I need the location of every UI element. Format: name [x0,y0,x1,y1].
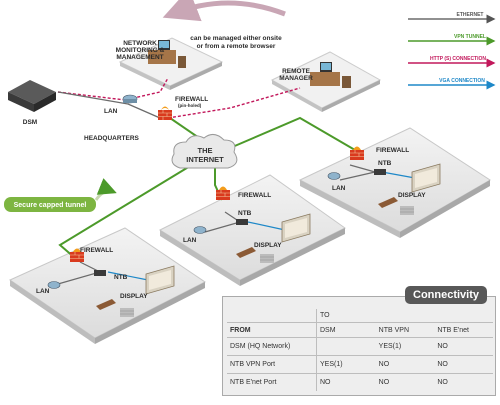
managed-arrow [162,0,286,22]
site-platform-right [298,127,491,238]
from-header: FROM [227,322,317,338]
firewall-label-hq: FIREWALL [175,96,208,103]
vga-line-right [381,171,416,179]
firewall-icon-right [350,146,364,160]
display-icon-middle [281,213,311,243]
managed-note-line2: or from a remote browser [197,43,276,50]
legend-ethernet: ETHERNET [457,12,484,18]
firewall-label-middle: FIREWALL [238,192,271,199]
table-cell: YES(1) [375,337,435,356]
firewall-sub-label-hq: (pin-holed) [178,103,202,108]
lan-switch-icon-right [327,172,341,180]
ntb-label-right: NTB [378,160,392,167]
display-icon-left [145,265,175,295]
connectivity-panel: Connectivity TO FROM DSM NTB VPN NTB E'n… [222,286,496,396]
firewall-icon-left [70,248,84,262]
firewall-label-left: FIREWALL [80,247,113,254]
seating-icon-middle [236,247,274,263]
remote-manager-label-2: MANAGER [279,75,313,82]
legend-vga: VGA CONNECTION [439,78,485,84]
vga-line-middle [247,221,286,231]
legend: ETHERNET VPN TUNNEL HTTP (S) CONNECTION … [408,12,496,90]
site-platform-left [8,227,206,344]
table-cell: NO [434,373,493,391]
row-header: NTB E'net Port [227,373,317,391]
column-header: NTB VPN [375,322,435,338]
internet-cloud-icon [171,134,238,169]
to-header: TO [320,312,330,319]
tunnel-note-badge [4,197,96,212]
lan-label-middle: LAN [183,237,197,244]
column-header: NTB E'net [434,322,493,338]
netmon-label-1: NETWORK [123,40,157,47]
display-label-middle: DISPLAY [254,242,282,249]
display-label-right: DISPLAY [398,192,426,199]
table-cell: YES(1) [316,355,376,374]
netmon-label-2: MONITORING & [116,47,165,54]
internet-label-1: THE [198,146,213,155]
lan-label-hq: LAN [104,108,118,115]
column-header: DSM [316,322,376,338]
lan-label-left: LAN [36,288,50,295]
firewall-icon-hq [158,106,172,120]
ethernet-line-hq [57,91,161,119]
table-cell [316,337,376,356]
ntb-label-middle: NTB [238,210,252,217]
connectivity-title: Connectivity [405,286,488,304]
managed-note-line1: can be managed either onsite [190,35,282,42]
table-cell: NO [375,355,435,374]
netmon-label-3: MANAGEMENT [116,54,163,61]
dsm-label: DSM [23,119,37,126]
table-row: NTB VPN Port YES(1) NO NO [227,355,493,374]
firewall-icon-middle [216,186,230,200]
display-icon-right [411,163,441,193]
ntb-device-icon-left [94,270,106,276]
remote-workstation-icon [310,62,351,88]
firewall-label-right: FIREWALL [376,147,409,154]
table-row: DSM (HQ Network) YES(1) NO [227,337,493,356]
http-line-hq [57,77,169,101]
netmon-workstation-icon [148,40,186,68]
display-label-left: DISPLAY [120,293,148,300]
seating-icon-left [96,299,134,317]
lan-label-right: LAN [332,185,346,192]
lan-switch-icon-middle [193,226,207,234]
row-header: DSM (HQ Network) [227,337,317,356]
ntb-device-icon-middle [236,219,248,225]
table-cell: NO [434,355,493,374]
table-row: NTB E'net Port NO NO NO [227,373,493,391]
lan-switch-icon-left [47,281,61,289]
vga-line-left [107,271,149,281]
tunnel-note-arrow [94,178,117,201]
site-platform-middle [158,174,346,286]
ntb-label-left: NTB [114,274,128,281]
table-cell: NO [316,373,376,391]
internet-label-2: INTERNET [186,155,224,164]
remote-manager-label-1: REMOTE [282,68,310,75]
tunnel-note-text: Secure capped tunnel [14,202,87,209]
ntb-device-icon-right [374,169,386,175]
http-line-remote [167,87,301,119]
seating-icon-right [378,197,414,215]
connectivity-table: TO FROM DSM NTB VPN NTB E'net DSM (HQ Ne… [227,309,493,391]
table-cell: NO [375,373,435,391]
lan-switch-icon-hq [122,94,138,104]
row-header: NTB VPN Port [227,355,317,374]
dsm-server-icon [8,80,56,112]
legend-vpn-tunnel: VPN TUNNEL [454,34,486,40]
vpn-tunnel-right [229,116,356,151]
legend-http: HTTP (S) CONNECTION [430,56,486,62]
table-cell: NO [434,337,493,356]
headquarters-label: HEADQUARTERS [84,135,140,142]
